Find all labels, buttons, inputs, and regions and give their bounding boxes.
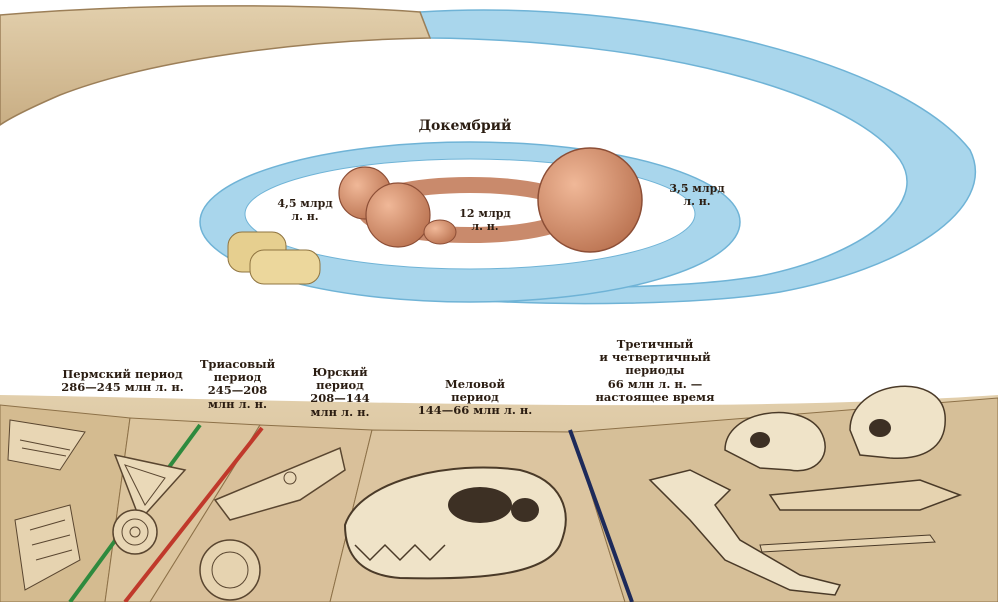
period-label-triassic: Триасовый период 245—208 млн л. н.	[190, 358, 285, 411]
period-label-tertiary: Третичный и четвертичный периоды 66 млн …	[585, 338, 725, 404]
period-label-cretaceous: Меловой период 144—66 млн л. н.	[410, 378, 540, 418]
age-label-3-5: 3,5 млрд л. н.	[662, 183, 732, 208]
age-label-4-5: 4,5 млрд л. н.	[270, 198, 340, 223]
human-skull-icon	[850, 386, 945, 458]
period-label-permian: Пермский период 286—245 млн л. н.	[50, 368, 195, 394]
period-label-jurassic: Юрский период 208—144 млн л. н.	[295, 366, 385, 419]
planet-small-b	[366, 183, 430, 247]
outer-band-land-section	[0, 6, 430, 125]
age-label-12: 12 млрд л. н.	[450, 208, 520, 233]
planet-large	[538, 148, 642, 252]
precambrian-title: Докембрий	[405, 118, 525, 134]
